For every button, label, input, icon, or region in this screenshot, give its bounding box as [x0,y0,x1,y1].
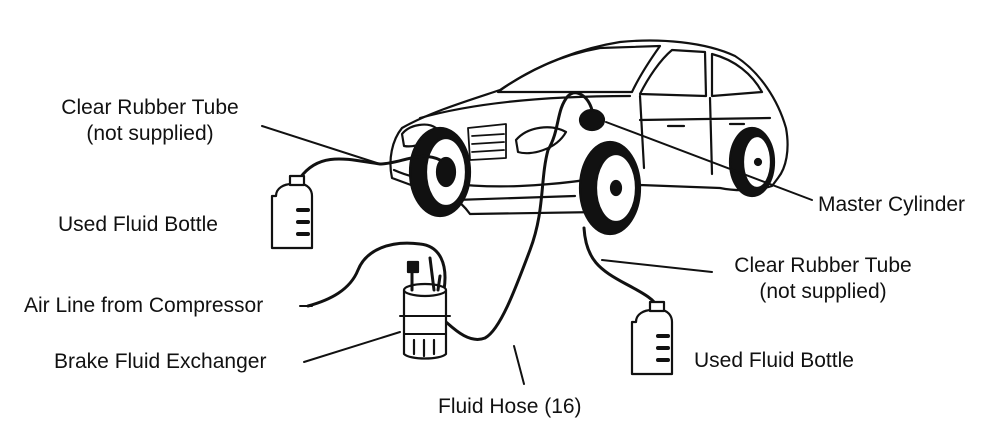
label-front-clear-rubber-tube: Clear Rubber Tube (not supplied) [44,95,256,147]
car-front-right-wheel [578,140,642,236]
car-windshield [496,44,662,94]
label-rear-tube-line1: Clear Rubber Tube [734,254,912,277]
leader-master-cylinder [605,121,813,201]
master-cylinder-cap [578,108,606,132]
label-front-tube-line1: Clear Rubber Tube [61,96,239,119]
car-door-handles [666,122,746,128]
label-rear-clear-rubber-tube: Clear Rubber Tube (not supplied) [716,253,930,305]
car-hood-line [418,94,632,120]
car-front-left-wheel [408,126,472,218]
car-front-side-window [638,48,708,98]
rear-clear-rubber-tube [582,226,660,310]
label-rear-tube-line2: (not supplied) [759,280,887,303]
fluid-hose-path [444,91,594,341]
car-rear-wheel [728,126,776,198]
air-line-path [306,241,447,322]
car-grille [467,123,507,161]
label-rear-used-fluid-bottle: Used Fluid Bottle [694,349,854,372]
leader-fluid-hose [513,345,525,385]
used-fluid-bottle-front [270,174,314,250]
leader-lines [261,121,813,385]
brake-fluid-exchanger [399,256,451,360]
label-air-line: Air Line from Compressor [24,294,264,317]
leader-exchanger [303,331,401,363]
label-master-cylinder: Master Cylinder [818,193,966,216]
car-rear-side-window [710,52,764,98]
leader-rear-tube [601,259,713,273]
hoses [298,91,660,341]
label-front-used-fluid-bottle: Used Fluid Bottle [58,213,218,236]
label-front-tube-line2: (not supplied) [86,122,214,145]
used-fluid-bottle-rear [630,300,674,376]
label-fluid-hose: Fluid Hose (16) [438,395,582,418]
car-illustration [389,39,789,236]
leader-front-tube [261,125,381,165]
label-brake-fluid-exchanger: Brake Fluid Exchanger [54,350,267,373]
car-headlight-right [514,126,568,155]
